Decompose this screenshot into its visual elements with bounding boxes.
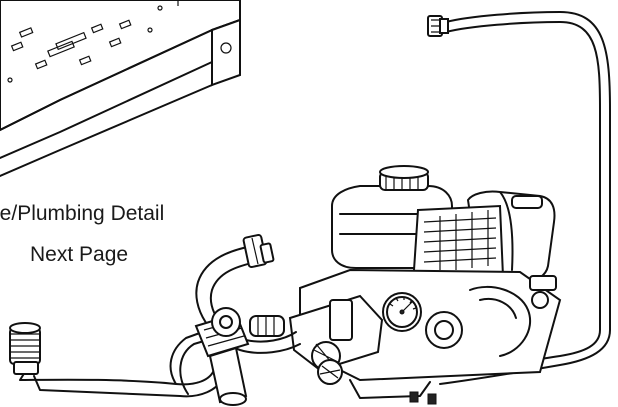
hose-clamp-top	[242, 234, 275, 268]
plumbing-hoses	[19, 234, 343, 406]
quick-coupler	[211, 307, 285, 337]
frame-tray	[0, 0, 241, 177]
pressure-gauge	[382, 292, 422, 332]
valve-knob	[317, 359, 343, 385]
plumbing-detail-callout: ne/Plumbing Detail	[0, 202, 165, 225]
next-page-callout: Next Page	[30, 243, 129, 266]
hose-end-fitting	[427, 15, 449, 37]
tray-slots	[7, 5, 163, 83]
inlet-fitting	[9, 322, 41, 375]
cooling-fins	[423, 210, 497, 270]
fuel-cap	[379, 165, 429, 191]
